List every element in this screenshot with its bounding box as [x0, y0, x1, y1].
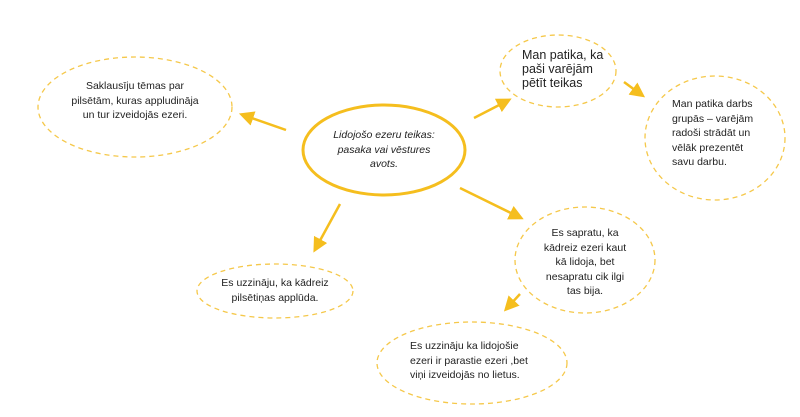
node-text-cities: Saklausīju tēmas par pilsētām, kuras app…: [71, 80, 199, 121]
node-text-rain: Es uzzināju ka lidojošie ezeri ir parast…: [410, 340, 528, 381]
arrow-to-groupwork: [623, 80, 646, 98]
node-ellipse-groupwork: [644, 75, 786, 201]
node-text-towns-flooded: Es uzzināju, ka kādreiz pilsētiņas applū…: [221, 277, 329, 304]
arrow-to-research: [473, 98, 512, 120]
node-ellipse-understood: [514, 206, 656, 314]
arrow-to-towns-flooded: [313, 203, 342, 253]
node-ellipse-rain: [376, 321, 568, 405]
node-text-research: Man patika, ka paši varējām pētīt teikas: [522, 48, 604, 90]
central-topic: Lidojošo ezeru teikas: pasaka vai vēstur…: [333, 129, 435, 170]
node-text-groupwork: Man patika darbs grupās – varējām radoši…: [672, 98, 754, 168]
node-ellipse-research: [499, 34, 617, 108]
arrow-to-rain: [503, 293, 521, 312]
central-ellipse: [301, 103, 467, 197]
node-text-understood: Es sapratu, ka kādreiz ezeri kaut kā lid…: [543, 227, 627, 297]
arrow-to-understood: [459, 186, 524, 220]
node-ellipse-cities: [37, 56, 233, 158]
arrow-to-cities: [238, 111, 287, 132]
node-ellipse-towns-flooded: [196, 263, 354, 319]
